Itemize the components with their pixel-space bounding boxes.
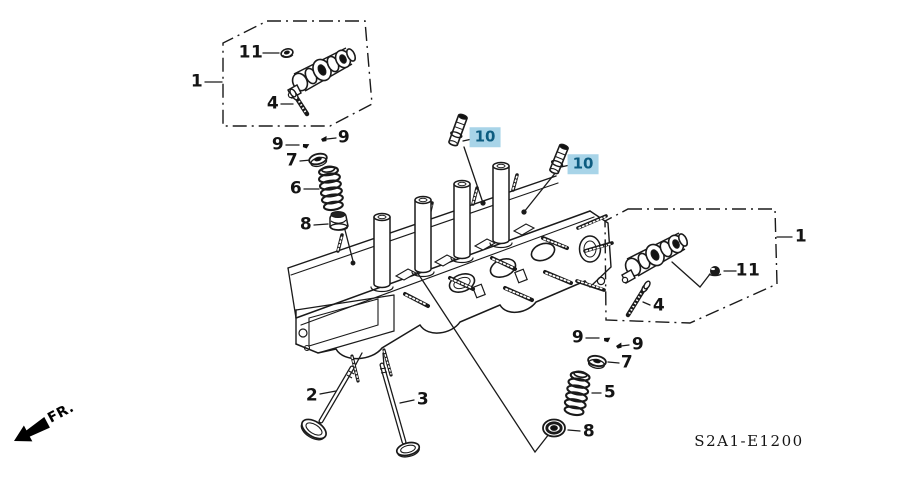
- callout-keeper-right-b: 9: [631, 334, 645, 355]
- valve-seal-right: [542, 418, 566, 438]
- spring-retainer-left: [308, 152, 328, 168]
- callout-keeper-left-a: 9: [271, 134, 285, 155]
- callout-valve-intake: 2: [305, 385, 319, 406]
- intake-valve: [300, 365, 355, 441]
- dome-nut-right: [708, 266, 722, 277]
- fr-arrow-icon: [14, 416, 50, 442]
- valve-guide-a: [448, 113, 468, 147]
- callout-nut-right: 11: [735, 260, 761, 281]
- valve-keeper-right-b: [616, 342, 622, 349]
- callout-bolt-right: 4: [652, 295, 666, 316]
- valve-seal-left: [329, 211, 349, 231]
- adjusting-cap-left: [280, 48, 294, 58]
- callout-seal-left: 8: [299, 214, 313, 235]
- callout-bolt-left: 4: [266, 93, 280, 114]
- callout-spring-left: 6: [289, 178, 303, 199]
- cylinder-head-drawing: [287, 161, 614, 383]
- rocker-assembly-box-left: [222, 20, 373, 127]
- valve-keeper-left-b: [321, 135, 327, 142]
- callout-assy-left: 1: [190, 71, 204, 92]
- diagram-code: S2A1-E1200: [694, 432, 804, 450]
- callout-assy-right: 1: [794, 226, 808, 247]
- callout-valve-exhaust: 3: [416, 389, 430, 410]
- callout-keeper-right-a: 9: [571, 327, 585, 348]
- valve-guide-b: [549, 143, 569, 175]
- callout-retainer-left: 7: [285, 150, 299, 171]
- rocker-bolt-left: [289, 88, 310, 117]
- rocker-arm-assembly-right: [621, 232, 689, 284]
- head-bolt-studs: [403, 236, 573, 308]
- valve-spring-left: [318, 165, 344, 212]
- rocker-bolt-right: [625, 280, 651, 318]
- callout-keeper-left-b: 9: [337, 127, 351, 148]
- callout-seal-right: 8: [582, 421, 596, 442]
- callout-guide-a-highlighted[interactable]: 10: [469, 127, 501, 147]
- valve-spring-right: [563, 370, 591, 417]
- spring-retainer-right: [587, 354, 607, 369]
- rocker-pedestals: [394, 223, 536, 281]
- valve-keeper-left-a: [302, 144, 310, 149]
- callout-guide-b-highlighted[interactable]: 10: [567, 154, 599, 174]
- exhaust-valve: [379, 362, 421, 458]
- callout-cap-left: 11: [238, 42, 264, 63]
- rocker-assembly-box-right: [604, 208, 778, 324]
- valve-keeper-right-a: [604, 337, 611, 343]
- callout-retainer-right: 7: [620, 352, 634, 373]
- callout-spring-right: 5: [603, 382, 617, 403]
- leader-lines: [204, 52, 793, 454]
- valve-guide-towers: [370, 161, 513, 293]
